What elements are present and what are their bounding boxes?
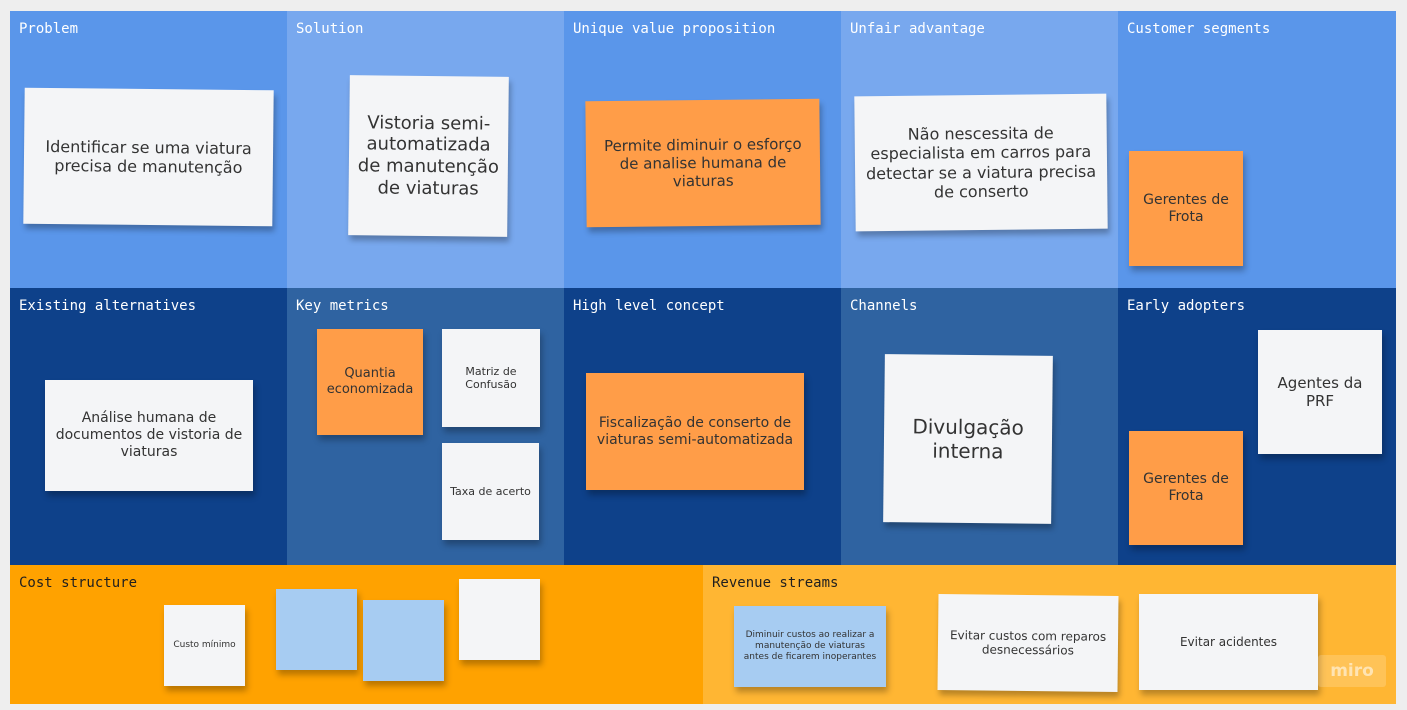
section-unique-value-proposition: Unique value proposition Permite diminui…	[564, 11, 841, 288]
sticky-note[interactable]: Matriz de Confusão	[442, 329, 540, 427]
sticky-note-text: Evitar acidentes	[1179, 634, 1278, 649]
sticky-note-text: Não nescessita de especialista em carros…	[865, 123, 1097, 202]
sticky-note-text: Permite diminuir o esforço de analise hu…	[603, 134, 802, 191]
sticky-note[interactable]: Diminuir custos ao realizar a manutenção…	[734, 606, 886, 687]
sticky-note[interactable]: Identificar se uma viatura precisa de ma…	[23, 87, 274, 227]
sticky-note[interactable]: Quantia economizada	[317, 329, 423, 435]
section-revenue-streams: Revenue streams Diminuir custos ao reali…	[703, 565, 1396, 704]
sticky-note[interactable]: Divulgação interna	[883, 354, 1053, 524]
section-title: Unique value proposition	[573, 21, 776, 37]
section-problem: Problem Identificar se uma viatura preci…	[10, 11, 287, 288]
sticky-note[interactable]: Agentes da PRF	[1258, 330, 1382, 454]
sticky-note[interactable]: Taxa de acerto	[442, 443, 539, 540]
sticky-note-text: Custo mínimo	[173, 640, 236, 651]
sticky-note[interactable]: Evitar acidentes	[1139, 594, 1318, 690]
sticky-note[interactable]: Gerentes de Frota	[1129, 431, 1243, 545]
sticky-note[interactable]: Análise humana de documentos de vistoria…	[45, 380, 253, 491]
section-unfair-advantage: Unfair advantage Não nescessita de espec…	[841, 11, 1118, 288]
sticky-note-text: Identificar se uma viatura precisa de ma…	[45, 136, 252, 177]
sticky-note[interactable]: Vistoria semi-automatizada de manutenção…	[348, 75, 509, 237]
section-cost-structure: Cost structure Custo mínimo	[10, 565, 703, 704]
section-solution: Solution Vistoria semi-automatizada de m…	[287, 11, 564, 288]
sticky-note-text: Evitar custos com reparos desnecessários	[949, 627, 1107, 658]
sticky-note[interactable]: Gerentes de Frota	[1129, 151, 1243, 266]
miro-logo-text: miro	[1330, 661, 1374, 681]
sticky-note[interactable]: Custo mínimo	[164, 605, 245, 686]
section-customer-segments: Customer segments Gerentes de Frota	[1118, 11, 1396, 288]
section-title: Problem	[19, 21, 79, 37]
miro-logo[interactable]: miro	[1318, 655, 1386, 687]
sticky-note-text: Gerentes de Frota	[1143, 471, 1229, 504]
section-title: Unfair advantage	[850, 21, 985, 37]
sticky-note[interactable]: Fiscalização de conserto de viaturas sem…	[586, 373, 804, 490]
section-existing-alternatives: Existing alternatives Análise humana de …	[10, 288, 287, 565]
section-early-adopters: Early adopters Agentes da PRF Gerentes d…	[1118, 288, 1396, 565]
sticky-note-text: Agentes da PRF	[1277, 374, 1363, 410]
sticky-note[interactable]	[363, 600, 444, 681]
sticky-note-text: Análise humana de documentos de vistoria…	[55, 410, 243, 460]
section-title: High level concept	[573, 298, 725, 314]
sticky-note[interactable]: Permite diminuir o esforço de analise hu…	[585, 98, 821, 228]
sticky-note-text: Diminuir custos ao realizar a manutenção…	[743, 630, 877, 662]
sticky-note[interactable]: Não nescessita de especialista em carros…	[854, 93, 1108, 232]
sticky-note-text: Taxa de acerto	[450, 484, 531, 498]
lean-canvas-board: Problem Identificar se uma viatura preci…	[10, 11, 1396, 704]
sticky-note-text: Fiscalização de conserto de viaturas sem…	[596, 414, 794, 448]
section-title: Channels	[850, 298, 918, 314]
section-title: Revenue streams	[712, 575, 839, 591]
section-title: Key metrics	[296, 298, 389, 314]
section-title: Existing alternatives	[19, 298, 197, 314]
sticky-note-text: Vistoria semi-automatizada de manutenção…	[357, 112, 500, 200]
section-key-metrics: Key metrics Quantia economizada Matriz d…	[287, 288, 564, 565]
sticky-note[interactable]	[459, 579, 540, 660]
sticky-note-text: Gerentes de Frota	[1143, 191, 1229, 225]
section-channels: Channels Divulgação interna	[841, 288, 1118, 565]
sticky-note-text: Divulgação interna	[912, 414, 1024, 464]
sticky-note-text: Quantia economizada	[326, 366, 414, 397]
sticky-note[interactable]: Evitar custos com reparos desnecessários	[937, 594, 1119, 692]
section-title: Customer segments	[1127, 21, 1271, 37]
section-title: Solution	[296, 21, 364, 37]
section-title: Early adopters	[1127, 298, 1246, 314]
sticky-note[interactable]	[276, 589, 357, 670]
sticky-note-text: Matriz de Confusão	[465, 364, 517, 391]
section-high-level-concept: High level concept Fiscalização de conse…	[564, 288, 841, 565]
section-title: Cost structure	[19, 575, 138, 591]
